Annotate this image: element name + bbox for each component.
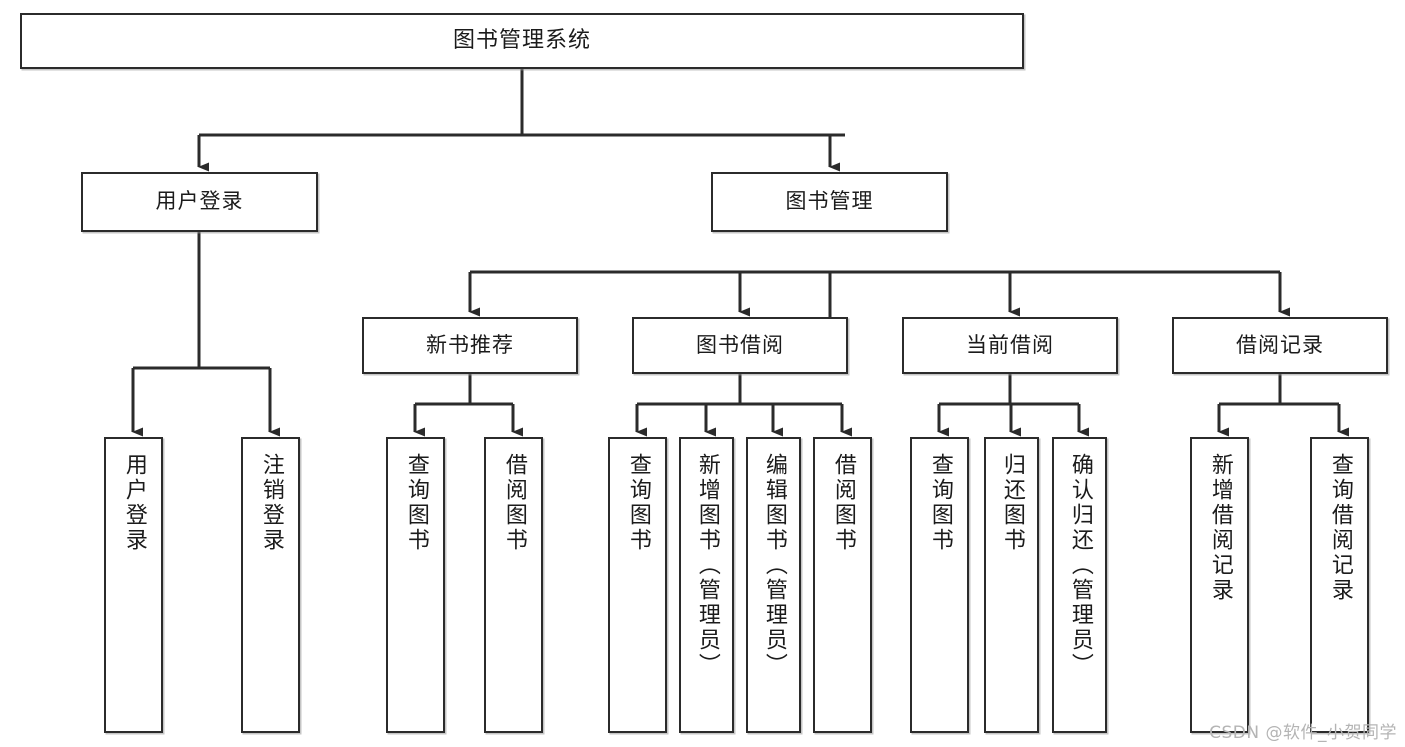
node-leaf-cb-return[interactable]: 归还图书 [984,437,1039,733]
node-current-borrow[interactable]: 当前借阅 [902,317,1118,374]
node-leaf-cb-query-label: 查询图书 [927,453,953,553]
node-root-label: 图书管理系统 [452,27,591,53]
node-leaf-br-query-label: 查询借阅记录 [1327,453,1353,603]
node-borrow-record[interactable]: 借阅记录 [1172,317,1388,374]
node-leaf-user-logout-label: 注销登录 [258,453,284,553]
node-leaf-br-add-label: 新增借阅记录 [1207,453,1233,603]
node-book-manage-label: 图书管理 [785,189,874,214]
node-book-borrow-label: 图书借阅 [696,332,784,357]
node-book-manage[interactable]: 图书管理 [711,172,948,232]
node-leaf-cb-confirm[interactable]: 确认归还（管理员） [1052,437,1107,733]
node-leaf-cb-query[interactable]: 查询图书 [910,437,969,733]
node-user-login[interactable]: 用户登录 [81,172,318,232]
node-leaf-bb-borrow[interactable]: 借阅图书 [813,437,872,733]
node-leaf-rec-borrow-label: 借阅图书 [501,453,527,553]
node-user-login-label: 用户登录 [155,189,244,214]
node-leaf-user-login[interactable]: 用户登录 [104,437,163,733]
node-new-book-rec[interactable]: 新书推荐 [362,317,578,374]
node-leaf-bb-edit[interactable]: 编辑图书（管理员） [746,437,801,733]
node-leaf-bb-add-label: 新增图书（管理员） [694,453,720,678]
node-borrow-record-label: 借阅记录 [1236,332,1324,357]
node-leaf-bb-query[interactable]: 查询图书 [608,437,667,733]
node-leaf-rec-query-label: 查询图书 [403,453,429,553]
node-leaf-user-logout[interactable]: 注销登录 [241,437,300,733]
node-leaf-cb-return-label: 归还图书 [999,453,1025,553]
node-new-book-rec-label: 新书推荐 [426,332,514,357]
node-leaf-rec-borrow[interactable]: 借阅图书 [484,437,543,733]
node-leaf-bb-query-label: 查询图书 [625,453,651,553]
node-leaf-user-login-label: 用户登录 [121,453,147,553]
node-leaf-bb-add[interactable]: 新增图书（管理员） [679,437,734,733]
node-leaf-br-query[interactable]: 查询借阅记录 [1310,437,1369,733]
node-leaf-rec-query[interactable]: 查询图书 [386,437,445,733]
node-leaf-br-add[interactable]: 新增借阅记录 [1190,437,1249,733]
csdn-watermark: CSDN @软件_小贺同学 [1209,723,1397,743]
node-leaf-bb-edit-label: 编辑图书（管理员） [761,453,787,678]
node-book-borrow[interactable]: 图书借阅 [632,317,848,374]
node-leaf-cb-confirm-label: 确认归还（管理员） [1067,453,1093,678]
node-current-borrow-label: 当前借阅 [966,332,1054,357]
node-root[interactable]: 图书管理系统 [20,13,1024,69]
node-leaf-bb-borrow-label: 借阅图书 [830,453,856,553]
